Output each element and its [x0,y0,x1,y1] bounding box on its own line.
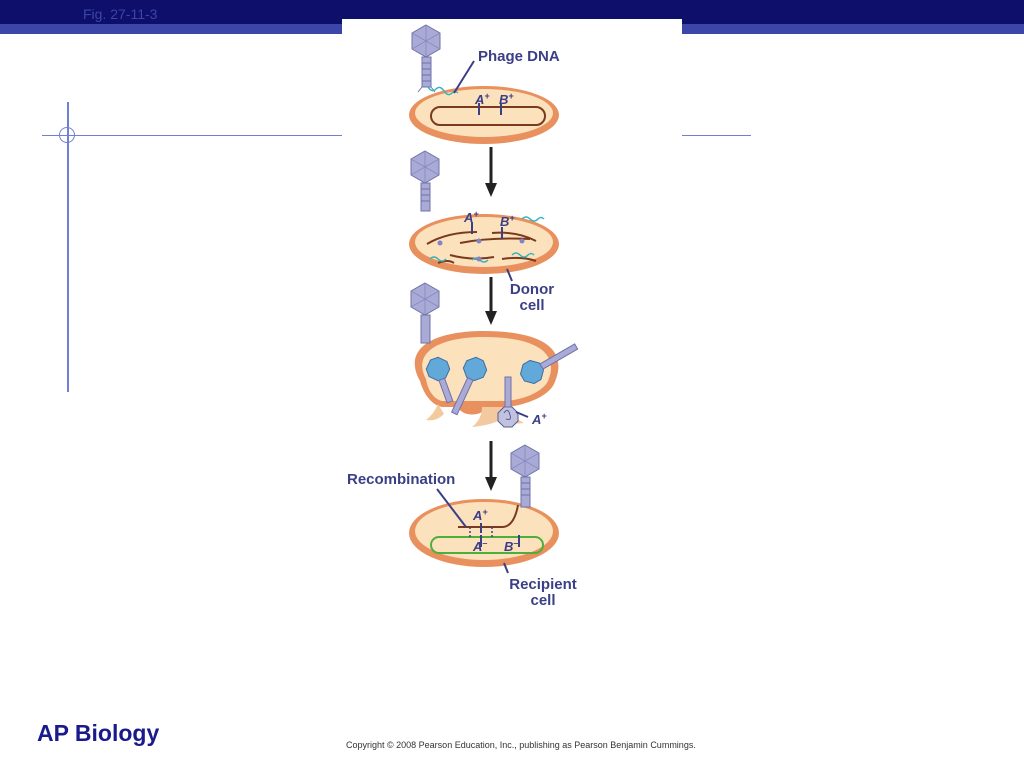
recipient-chromosome [430,536,544,554]
stage-1-infection: Phage DNA A+ B+ [409,24,560,144]
phage-protein-dots [437,238,525,262]
allele-a-plus: A+ [463,209,479,225]
phage-progeny [425,343,579,428]
recombination-pointer [436,488,467,528]
decorative-vertical-line [67,102,69,392]
allele-a-plus-transducing: A+ [531,411,547,427]
allele-a-plus: A+ [474,91,490,107]
step-arrow-1 [485,147,497,197]
decorative-horizontal-line-right [682,135,751,136]
phage-dna-pointer [453,60,475,94]
phage-virus-icon [410,150,440,212]
diagram-canvas: Phage DNA A+ B+ [347,24,579,609]
phage-virus-icon [411,24,441,93]
phage-dna-label: Phage DNA [478,48,560,65]
copyright-notice: Copyright © 2008 Pearson Education, Inc.… [346,740,696,750]
allele-a-minus: A– [472,538,487,554]
donor-chromosome [430,106,546,126]
step-arrow-2 [485,277,497,325]
figure-label: Fig. 27-11-3 [83,6,158,22]
recombination-label: Recombination [347,471,455,488]
decorative-horizontal-line-left [42,135,343,136]
allele-a-plus: A+ [472,507,488,523]
allele-b-plus: B+ [500,213,515,229]
stage-3-lysis: A+ [410,282,579,428]
transduced-dna-fragment [458,504,519,528]
phage-virus-icon [410,282,440,344]
allele-b-minus: B– [504,538,518,554]
step-arrow-3 [485,441,497,491]
transduction-diagram: Phage DNA A+ B+ [342,19,682,619]
donor-cell-pointer [506,268,513,282]
allele-b-plus: B+ [499,91,514,107]
course-title: AP Biology [37,720,160,746]
cell-debris [426,404,444,421]
recipient-cell-pointer [503,562,509,574]
crosshair-icon [59,127,75,143]
crossover-lines [469,527,493,539]
phage-virus-icon [510,444,540,508]
a-plus-pointer [515,411,529,418]
